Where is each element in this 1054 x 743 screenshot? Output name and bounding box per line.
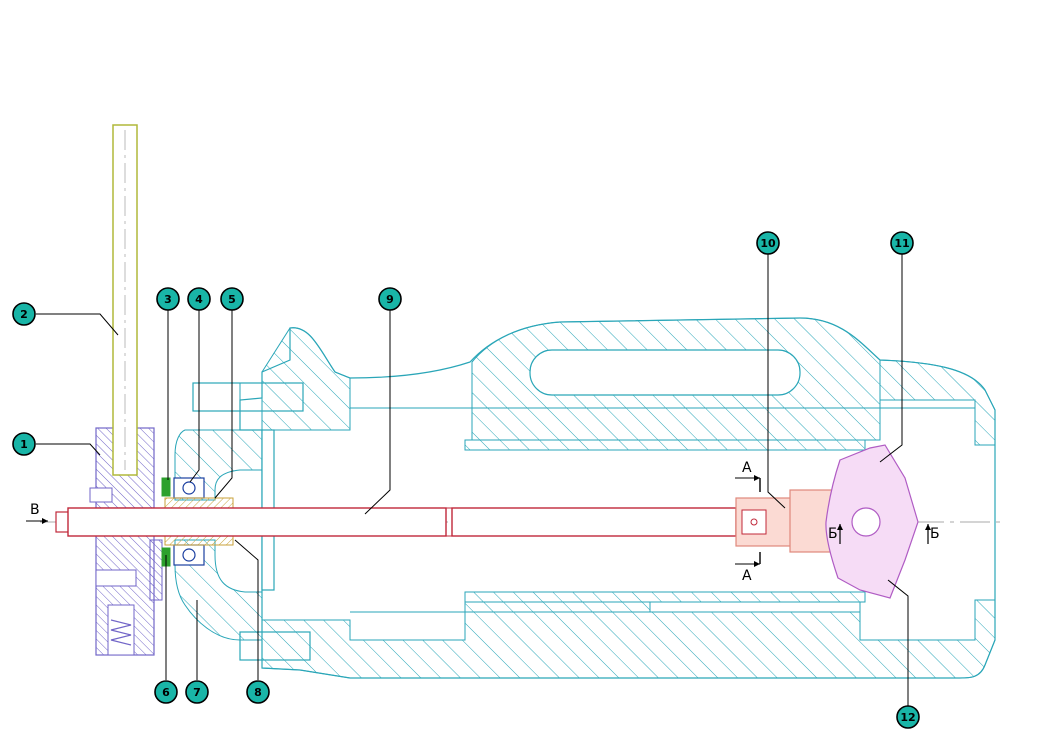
callout-8: 8 bbox=[246, 680, 270, 704]
leader-10 bbox=[767, 254, 786, 509]
housing bbox=[174, 317, 996, 679]
leader-1 bbox=[36, 443, 101, 456]
callout-6: 6 bbox=[154, 680, 178, 704]
piston-rod bbox=[55, 507, 737, 537]
leader-2 bbox=[36, 313, 119, 336]
callout-11-circle bbox=[890, 231, 914, 255]
callout-7-label: 7 bbox=[193, 686, 201, 699]
callout-5: 5 bbox=[220, 287, 244, 311]
callout-2: 2 bbox=[12, 302, 36, 326]
callout-12-circle bbox=[896, 705, 920, 729]
section-marks: В А А Б Б bbox=[26, 460, 940, 584]
callout-8-circle bbox=[246, 680, 270, 704]
housing-slot bbox=[529, 349, 801, 396]
view-b-label: В bbox=[30, 502, 40, 518]
section-a-bottom-label: А bbox=[742, 568, 752, 584]
callout-11-label: 11 bbox=[894, 237, 909, 250]
section-b-right-label: Б bbox=[930, 526, 940, 542]
callout-4-circle bbox=[187, 287, 211, 311]
callout-1-circle bbox=[12, 432, 36, 456]
flange-plug bbox=[95, 569, 137, 587]
leader-4 bbox=[189, 310, 200, 483]
callout-3-circle bbox=[156, 287, 180, 311]
callout-12: 12 bbox=[896, 705, 920, 729]
callout-3-label: 3 bbox=[164, 293, 172, 306]
callout-7-circle bbox=[185, 680, 209, 704]
callout-10: 10 bbox=[756, 231, 780, 255]
seal-upper bbox=[161, 477, 171, 497]
callout-1: 1 bbox=[12, 432, 36, 456]
callout-10-circle bbox=[756, 231, 780, 255]
bore-bottom-liner bbox=[464, 591, 866, 603]
callout-9-label: 9 bbox=[386, 293, 394, 306]
flange-screw bbox=[89, 487, 113, 503]
bearing-ball-lower bbox=[182, 548, 196, 562]
callout-3: 3 bbox=[156, 287, 180, 311]
housing-upper-wall bbox=[261, 327, 351, 431]
bearing-upper bbox=[173, 477, 205, 499]
callout-8-label: 8 bbox=[254, 686, 262, 699]
callout-9-circle bbox=[378, 287, 402, 311]
section-a-bottom-arrow bbox=[754, 561, 760, 567]
housing-right-upper bbox=[879, 359, 996, 446]
callout-10-label: 10 bbox=[760, 237, 776, 250]
callout-9: 9 bbox=[378, 287, 402, 311]
callout-5-circle bbox=[220, 287, 244, 311]
callout-7: 7 bbox=[185, 680, 209, 704]
callout-5-label: 5 bbox=[228, 293, 236, 306]
callout-4: 4 bbox=[187, 287, 211, 311]
spring-icon bbox=[110, 619, 132, 646]
rod-main bbox=[67, 507, 447, 537]
section-a-top-arrow bbox=[754, 475, 760, 481]
bearing-lower bbox=[173, 544, 205, 566]
callout-2-label: 2 bbox=[20, 308, 28, 321]
section-a-top-label: А bbox=[742, 460, 752, 476]
callout-4-label: 4 bbox=[195, 293, 203, 306]
leader-8 bbox=[234, 539, 259, 680]
flange-spring-housing bbox=[107, 604, 135, 656]
housing-lower-block bbox=[261, 599, 996, 679]
bushing-upper bbox=[164, 497, 234, 509]
handle-rod bbox=[112, 124, 138, 476]
leader-12 bbox=[887, 579, 909, 706]
callout-2-circle bbox=[12, 302, 36, 326]
lever-pivot bbox=[851, 507, 881, 537]
callout-11: 11 bbox=[890, 231, 914, 255]
flange-washer bbox=[149, 539, 163, 601]
rod-head-pin-box bbox=[741, 509, 767, 535]
leader-9 bbox=[364, 310, 391, 515]
bore-top-liner bbox=[464, 439, 866, 451]
section-b-left-label: Б bbox=[828, 526, 838, 542]
view-b-arrowhead bbox=[42, 518, 48, 524]
section-b-right-arrow bbox=[925, 524, 931, 530]
rod-head-pin bbox=[750, 518, 758, 526]
housing-lower-slot bbox=[649, 601, 861, 613]
callout-1-label: 1 bbox=[20, 438, 28, 451]
callout-12-label: 12 bbox=[900, 711, 915, 724]
lever bbox=[825, 444, 919, 599]
section-b-left-arrow bbox=[837, 524, 843, 530]
bolt-upper bbox=[192, 382, 304, 412]
bolt-lower bbox=[239, 631, 311, 661]
leader-5 bbox=[214, 310, 233, 499]
bearing-ball-upper bbox=[182, 481, 196, 495]
leader-lines bbox=[36, 254, 909, 706]
rod-extension bbox=[451, 507, 737, 537]
handle-shaft bbox=[112, 124, 138, 476]
callout-6-circle bbox=[154, 680, 178, 704]
leader-11 bbox=[879, 254, 903, 463]
callout-6-label: 6 bbox=[162, 686, 170, 699]
